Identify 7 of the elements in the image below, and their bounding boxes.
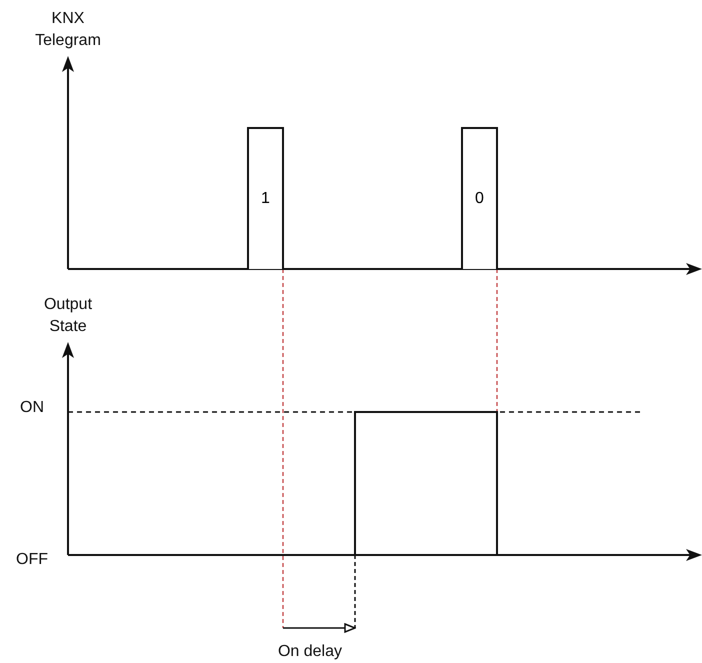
axis-title: KNX Telegram	[34, 9, 102, 51]
pulse-box: 1	[247, 127, 284, 269]
delay-label: On delay	[276, 642, 344, 662]
pulse-box: 0	[461, 127, 498, 269]
level-label: ON	[19, 398, 45, 418]
level-label: OFF	[15, 550, 49, 570]
axis-title: Output State	[42, 295, 94, 337]
